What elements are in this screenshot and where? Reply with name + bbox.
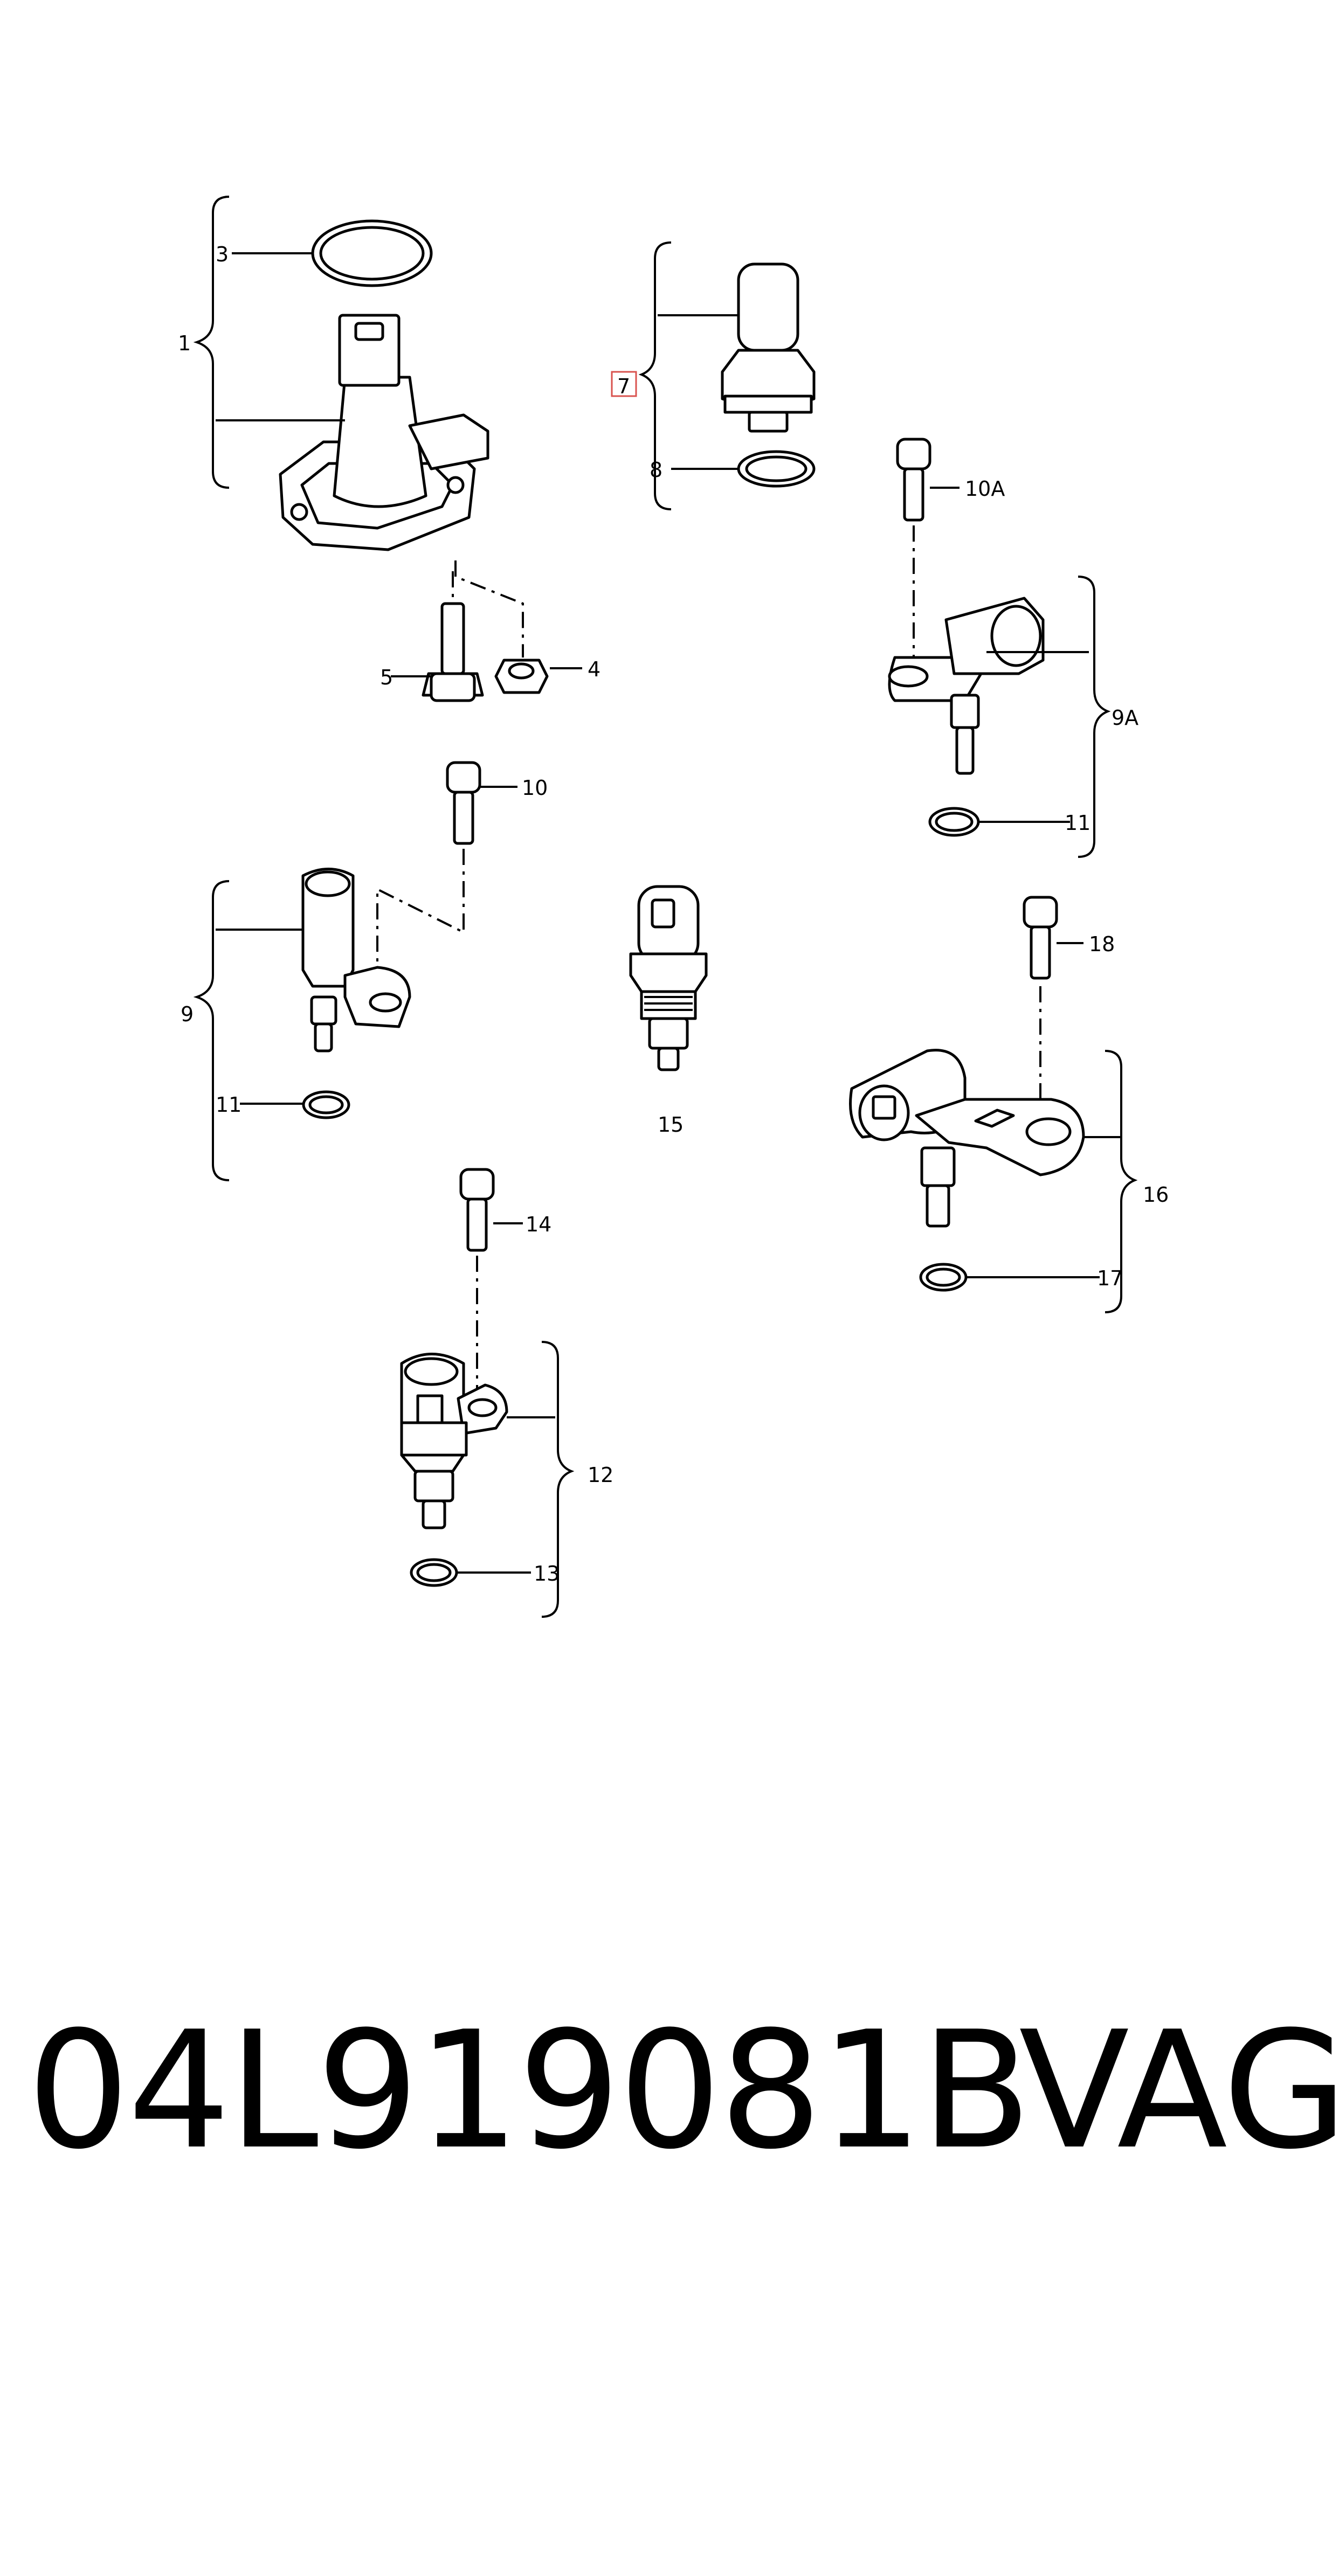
callout-11b: 11	[216, 1093, 241, 1117]
callout-10A: 10A	[965, 477, 1005, 501]
part-number: 04L919081B	[27, 1997, 1032, 2185]
callout-4: 4	[588, 657, 601, 681]
callout-13: 13	[534, 1562, 560, 1585]
part-7-oil-pressure-switch: 7 8	[611, 241, 816, 510]
callout-18: 18	[1089, 932, 1115, 956]
callout-10: 10	[522, 776, 548, 800]
part-9-sensor: 10 9 11	[181, 761, 548, 1181]
callout-15: 15	[658, 1113, 684, 1137]
part-9A-sensor: 10A 9A 11	[888, 438, 1138, 858]
callout-7[interactable]: 7	[617, 375, 630, 398]
footer: 04L919081B VAG	[27, 1994, 1339, 2188]
callout-16: 16	[1143, 1183, 1169, 1207]
part-12-sensor: 14 12 13	[400, 1168, 613, 1618]
callout-14: 14	[526, 1213, 551, 1236]
callout-12: 12	[588, 1463, 613, 1487]
callout-9A: 9A	[1112, 706, 1138, 730]
brand-name: VAG	[1019, 1997, 1339, 2185]
callout-17: 17	[1097, 1266, 1123, 1290]
parts-diagram: 1 3 5 4 7 8 10A	[178, 196, 1169, 1618]
callout-8: 8	[650, 458, 662, 482]
part-16-sensor: 18 16 17	[849, 896, 1169, 1313]
part-1-oil-level-sensor: 1 3 5 4	[178, 196, 601, 702]
callout-5: 5	[380, 666, 393, 689]
callout-9: 9	[181, 1002, 194, 1026]
part-15-temperature-sender: 15	[629, 885, 708, 1137]
callout-3: 3	[216, 243, 229, 266]
callout-11a: 11	[1065, 811, 1090, 835]
callout-1: 1	[178, 331, 191, 355]
